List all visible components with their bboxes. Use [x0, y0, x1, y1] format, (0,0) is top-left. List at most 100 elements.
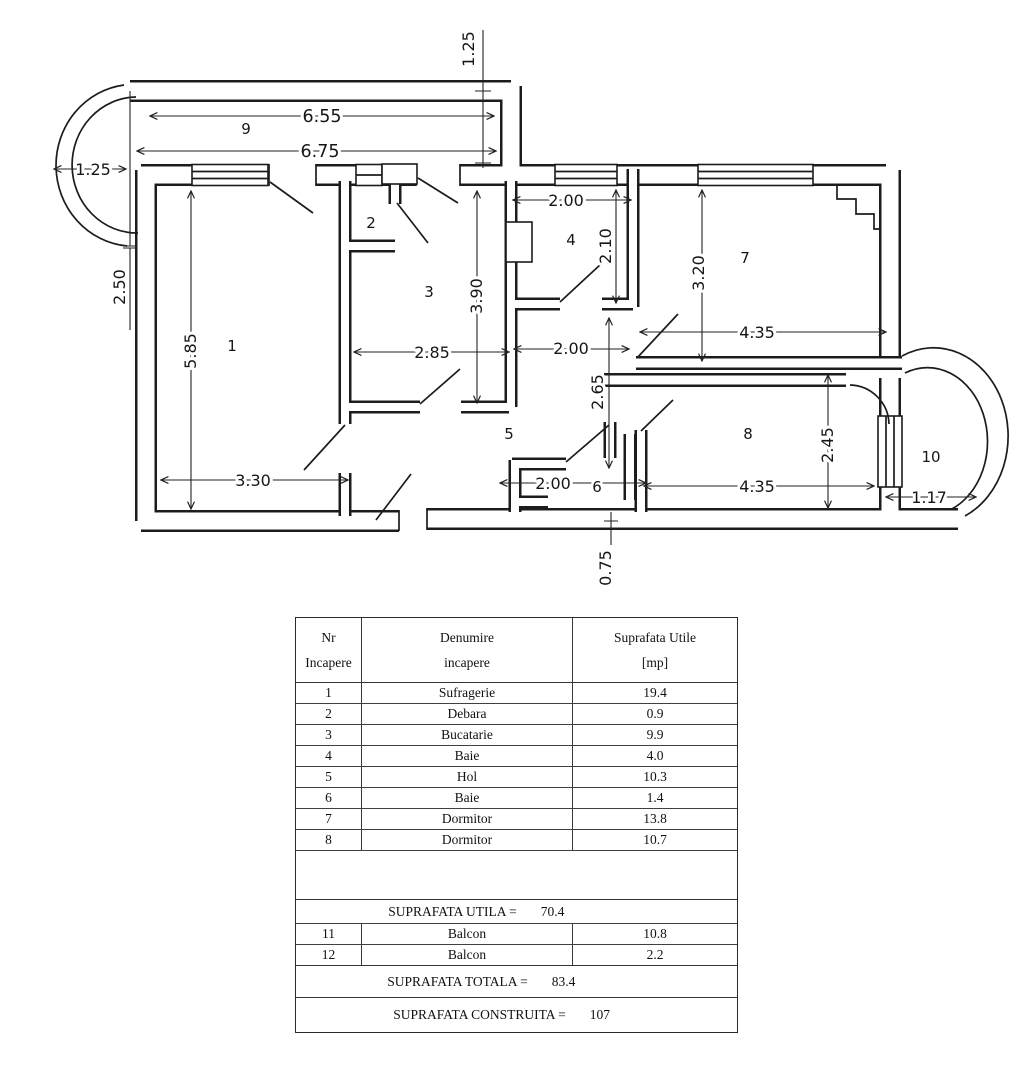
- table-row: 8 Dormitor 10.7: [296, 830, 737, 851]
- dim-room7-height-320: 3.20: [689, 255, 708, 291]
- cell-area: 9.9: [646, 727, 664, 742]
- table-row: 5 Hol 10.3: [296, 767, 737, 788]
- suprafata-totala-label: SUPRAFATA TOTALA =: [387, 973, 528, 989]
- header-suprafata: Suprafata Utile [mp]: [573, 618, 737, 682]
- table-row: 1 Sufragerie 19.4: [296, 683, 737, 704]
- header-denumire-line2: incapere: [444, 654, 490, 670]
- room-number-6: 6: [592, 478, 602, 496]
- table-row-balcony: 12 Balcon 2.2: [296, 945, 737, 966]
- dim-arc-depth-125: 1.25: [75, 160, 111, 179]
- cell-nr: 7: [296, 809, 362, 829]
- cell-area: 1.4: [646, 790, 664, 805]
- floor-plan-drawing: 6.55 6.75 1.25 1.25 2.50 5.85 3.30 2.85 …: [0, 30, 1010, 586]
- dim-room1-height-585: 5.85: [181, 333, 200, 369]
- cell-name: Balcon: [362, 945, 573, 965]
- cell-area: 10.3: [643, 769, 667, 784]
- table-row: 6 Baie 1.4: [296, 788, 737, 809]
- room-number-8: 8: [743, 425, 753, 443]
- cell-nr: 2: [296, 704, 362, 724]
- dim-balcony-width-125: 1.25: [459, 31, 478, 67]
- cell-area: 10.7: [643, 832, 667, 847]
- dim-room3-width-285: 2.85: [414, 343, 450, 362]
- windows: [191, 163, 903, 488]
- table-row: 4 Baie 4.0: [296, 746, 737, 767]
- suprafata-utila-row: SUPRAFATA UTILA = 70.4: [296, 900, 737, 924]
- outer-walls: [130, 80, 958, 532]
- cell-nr: 6: [296, 788, 362, 808]
- room-areas-table: Nr Incapere Denumire incapere Suprafata …: [295, 617, 738, 1033]
- wall-details: [505, 186, 881, 263]
- wall-notch-room4: [505, 221, 533, 263]
- room7-step-corner: [836, 186, 881, 230]
- suprafata-construita-label: SUPRAFATA CONSTRUITA =: [393, 1007, 566, 1022]
- cell-name: Balcon: [362, 924, 573, 944]
- table-row-balcony: 11 Balcon 10.8: [296, 924, 737, 945]
- table-empty-space: [296, 851, 737, 900]
- cell-nr: 1: [296, 683, 362, 703]
- suprafata-construita-value: 107: [589, 1007, 610, 1022]
- dim-balcony-655: 6.55: [303, 107, 342, 127]
- cell-name: Baie: [362, 788, 573, 808]
- cell-nr: 11: [296, 924, 362, 944]
- cell-nr: 8: [296, 830, 362, 850]
- dimension-lines: [54, 30, 976, 545]
- cell-nr: 12: [296, 945, 362, 965]
- header-suprafata-line2: [mp]: [641, 654, 669, 670]
- room-number-4: 4: [566, 231, 576, 249]
- cell-area: 19.4: [643, 685, 667, 700]
- header-nr-line1: Nr: [321, 629, 336, 645]
- mid-walls: [604, 356, 902, 387]
- cell-area: 4.0: [646, 748, 664, 763]
- dim-left-250: 2.50: [110, 269, 129, 305]
- room-number-3: 3: [424, 283, 434, 301]
- header-suprafata-line1: Suprafata Utile: [613, 629, 697, 645]
- header-nr: Nr Incapere: [296, 618, 362, 682]
- header-denumire-line1: Denumire: [440, 629, 494, 645]
- balcony-arcs: [55, 84, 1010, 517]
- table-header-row: Nr Incapere Denumire incapere Suprafata …: [296, 618, 737, 683]
- header-nr-line2: Incapere: [305, 654, 352, 670]
- window-room1: [191, 163, 269, 187]
- dim-room7-width-435: 4.35: [739, 323, 775, 342]
- room-number-5: 5: [504, 425, 514, 443]
- suprafata-totala-value: 83.4: [551, 973, 576, 989]
- room-number-2: 2: [366, 214, 376, 232]
- table-row: 3 Bucatarie 9.9: [296, 725, 737, 746]
- wall-pillar: [381, 163, 418, 185]
- dim-hall-265: 2.65: [588, 374, 607, 410]
- header-denumire: Denumire incapere: [362, 618, 573, 682]
- window-room7: [697, 163, 814, 187]
- right-balcony-inner-arc: [904, 366, 989, 511]
- cell-name: Dormitor: [362, 830, 573, 850]
- cell-nr: 4: [296, 746, 362, 766]
- cell-name: Bucatarie: [362, 725, 573, 745]
- dim-room4-width-200: 2.00: [548, 191, 584, 210]
- room-numbers: 1 2 3 4 5 6 7 8 9 10: [225, 118, 943, 499]
- window-room4: [554, 163, 618, 187]
- room-number-7: 7: [740, 249, 750, 267]
- dim-entry-075: 0.75: [596, 550, 615, 586]
- dim-hall-200: 2.00: [553, 339, 589, 358]
- dim-room8-height-245: 2.45: [818, 427, 837, 463]
- dim-room4-height-210: 2.10: [596, 228, 615, 264]
- cell-name: Hol: [362, 767, 573, 787]
- cell-name: Dormitor: [362, 809, 573, 829]
- cell-area: 2.2: [646, 947, 664, 962]
- dim-balcony10-117: 1.17: [911, 488, 947, 507]
- room-number-10: 10: [921, 448, 940, 466]
- dim-room6-200: 2.00: [535, 474, 571, 493]
- cell-area: 0.9: [646, 706, 664, 721]
- cell-area: 10.8: [643, 926, 667, 941]
- dim-room3-height-390: 3.90: [467, 278, 486, 314]
- dim-room8-width-435: 4.35: [739, 477, 775, 496]
- suprafata-totala-row: SUPRAFATA TOTALA = 83.4: [296, 966, 737, 998]
- suprafata-utila-label: SUPRAFATA UTILA =: [388, 903, 517, 919]
- room-number-9: 9: [241, 120, 251, 138]
- room-number-1: 1: [227, 337, 237, 355]
- cell-area: 13.8: [643, 811, 667, 826]
- balcony-door-swing-arc: [849, 384, 890, 425]
- dim-balcony-675: 6.75: [301, 142, 340, 162]
- suprafata-utila-value: 70.4: [540, 903, 565, 919]
- cell-name: Sufragerie: [362, 683, 573, 703]
